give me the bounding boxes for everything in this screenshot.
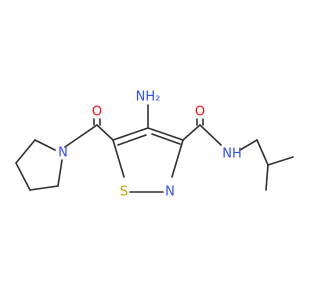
bonds (15, 104, 294, 193)
bond-c4-c3 (147, 127, 184, 141)
bond-c5-c4 (112, 127, 149, 141)
bond-pyrrol-1 (34, 139, 56, 151)
bond-c5-c4-double (117, 134, 147, 146)
bond-c5-carbonyl (96, 124, 114, 141)
bond-carbonyl-n-pyrrol (64, 124, 98, 148)
atom-n-pyrrolidine: N (58, 146, 68, 161)
bond-pyrrol-5 (57, 159, 63, 187)
bond-pyrrol-3 (15, 162, 31, 191)
atom-labels: O O NH₂ N N NH S (58, 90, 242, 200)
bond-c3-carbonyl (182, 124, 201, 141)
bond-c3-n (171, 139, 184, 178)
bond-ch2-ch (256, 139, 269, 166)
bond-pyrrol-4 (29, 185, 59, 191)
atom-o-right: O (195, 105, 205, 120)
atom-o-left: O (92, 105, 102, 120)
atom-n-ring: N (165, 185, 175, 200)
bond-pyrrol-2 (15, 139, 36, 164)
atom-s-ring: S (120, 185, 128, 200)
bond-nh-ch2 (239, 139, 258, 151)
bond-ch-ch3-b (265, 164, 269, 191)
atom-nh-amide: NH (222, 147, 242, 162)
bond-s-c5 (112, 139, 125, 178)
molecule-structure: O O NH₂ N N NH S (15, 90, 294, 200)
bond-c4-c3-double (151, 133, 181, 145)
atom-nh2: NH₂ (136, 90, 161, 105)
bond-ch-ch3-a (267, 156, 294, 166)
bond-carbonyl-nh (199, 124, 222, 146)
